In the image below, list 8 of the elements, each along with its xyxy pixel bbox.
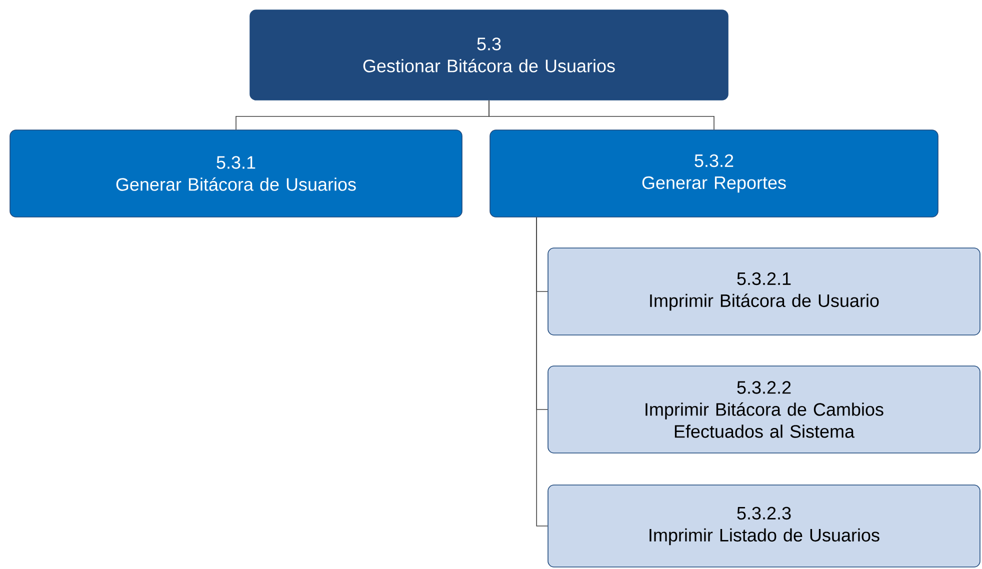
top-box: 5.3 Gestionar Bitácora de Usuarios xyxy=(250,10,728,100)
connector xyxy=(488,100,714,130)
task-box: 5.3.2.2 Imprimir Bitácora de Cambios Efectuados al Sistema xyxy=(548,366,980,454)
process-box: 5.3.1 Generar Bitácora de Usuarios xyxy=(10,130,462,218)
task-box: 5.3.2.3 Imprimir Listado de Usuarios xyxy=(548,484,980,568)
task-box: 5.3.2.1 Imprimir Bitácora de Usuario xyxy=(548,248,980,336)
process-box: 5.3.2 Generar Reportes xyxy=(490,130,938,218)
connector xyxy=(536,216,548,526)
